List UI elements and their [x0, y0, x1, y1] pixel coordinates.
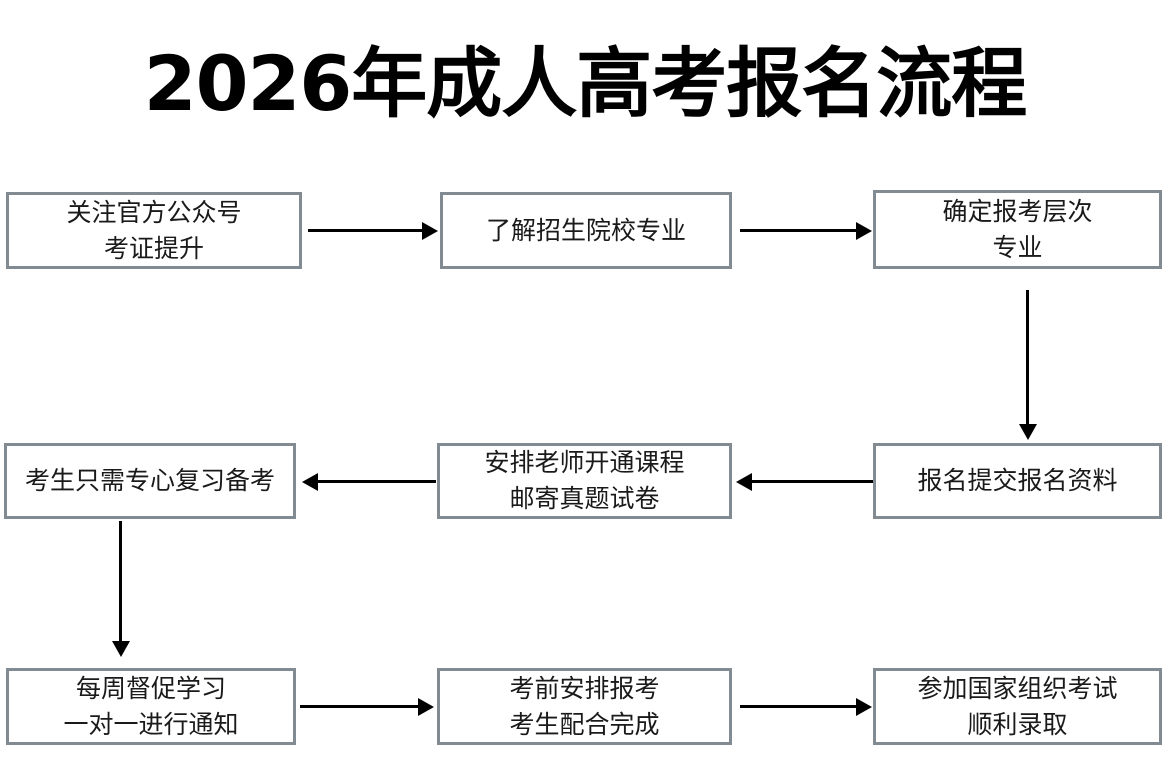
flow-node-1-line-2: 考证提升 [103, 233, 204, 263]
flow-node-1-line-1: 关注官方公众号 [66, 197, 242, 227]
connector-2-to-3-shaft [740, 229, 858, 232]
flow-node-3-line-2: 专业 [992, 232, 1043, 262]
connector-1-to-2-arrowhead [422, 222, 438, 240]
connector-7-to-8-shaft [300, 705, 420, 708]
flow-node-2-line-1: 了解招生院校专业 [485, 215, 686, 245]
connector-4-to-7-arrowhead [112, 641, 130, 657]
connector-7-to-8-arrowhead [418, 698, 434, 716]
connector-2-to-3-arrowhead [856, 222, 872, 240]
flow-node-6[interactable]: 报名提交报名资料 [873, 443, 1162, 519]
page-title: 2026年成人高考报名流程 [143, 39, 1028, 128]
flow-node-4-line-1: 考生只需专心复习备考 [24, 466, 275, 495]
flow-node-5-line-2: 邮寄真题试卷 [509, 484, 660, 513]
flow-node-9-line-2: 顺利录取 [967, 709, 1068, 739]
flow-node-9[interactable]: 参加国家组织考试 顺利录取 [873, 668, 1162, 745]
flow-node-5[interactable]: 安排老师开通课程 邮寄真题试卷 [437, 443, 732, 519]
connector-8-to-9-shaft [740, 705, 858, 708]
flow-node-7-line-2: 一对一进行通知 [63, 709, 239, 739]
flow-node-8-line-2: 考生配合完成 [509, 709, 660, 739]
connector-8-to-9-arrowhead [856, 698, 872, 716]
connector-1-to-2-shaft [308, 229, 424, 232]
connector-5-to-4-shaft [318, 480, 436, 483]
flow-node-8[interactable]: 考前安排报考 考生配合完成 [437, 668, 732, 745]
flow-node-7[interactable]: 每周督促学习 一对一进行通知 [6, 668, 296, 745]
flow-node-3[interactable]: 确定报考层次 专业 [873, 190, 1162, 269]
flow-node-1[interactable]: 关注官方公众号 考证提升 [6, 192, 302, 269]
flow-node-4[interactable]: 考生只需专心复习备考 [4, 443, 296, 519]
connector-3-to-6-shaft [1026, 290, 1029, 426]
connector-3-to-6-arrowhead [1019, 424, 1037, 440]
flow-node-3-line-1: 确定报考层次 [942, 196, 1093, 226]
connector-6-to-5-arrowhead [736, 473, 752, 491]
flow-node-8-line-1: 考前安排报考 [509, 673, 660, 703]
flow-node-9-line-1: 参加国家组织考试 [917, 673, 1118, 703]
connector-4-to-7-shaft [119, 521, 122, 643]
flow-node-7-line-1: 每周督促学习 [75, 673, 226, 703]
flow-node-5-line-1: 安排老师开通课程 [484, 448, 685, 477]
connector-5-to-4-arrowhead [302, 473, 318, 491]
flow-node-2[interactable]: 了解招生院校专业 [440, 192, 732, 269]
flow-node-6-line-1: 报名提交报名资料 [917, 466, 1118, 495]
connector-6-to-5-shaft [752, 480, 874, 483]
